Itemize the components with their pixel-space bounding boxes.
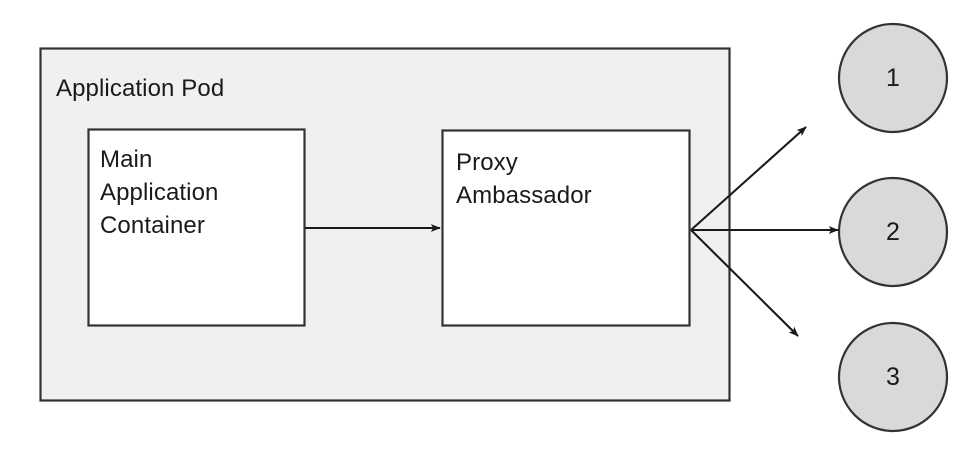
- connector-proxy-to-service-3: [690, 229, 799, 337]
- service-2-circle[interactable]: [837, 176, 949, 288]
- proxy-ambassador-rect[interactable]: [441, 129, 691, 327]
- service-1-circle[interactable]: [837, 22, 949, 134]
- connector-proxy-to-service-1: [690, 126, 807, 231]
- main-application-container-rect[interactable]: [87, 128, 306, 327]
- service-3-circle[interactable]: [837, 321, 949, 433]
